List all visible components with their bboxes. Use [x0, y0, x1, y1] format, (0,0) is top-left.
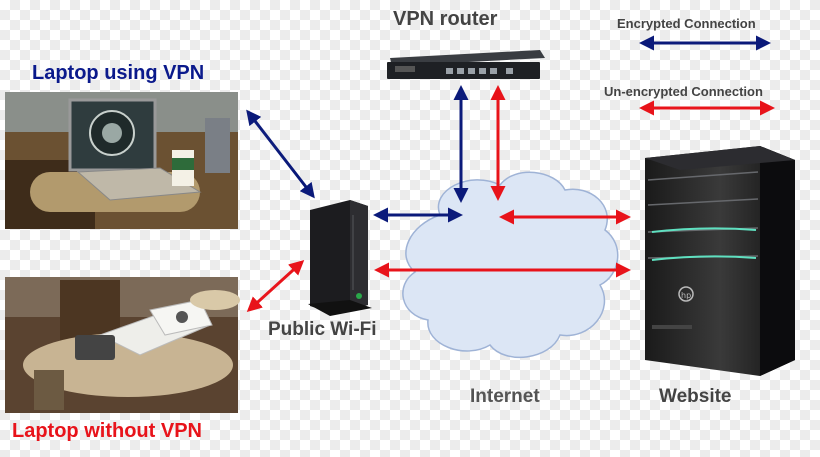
internet-label: Internet [470, 386, 540, 407]
vpn-router-label: VPN router [393, 8, 498, 30]
laptop-no-vpn-photo [5, 277, 240, 413]
internet-cloud [402, 171, 619, 359]
legend-unencrypted-label: Un-encrypted Connection [604, 84, 763, 99]
server-tower-icon: hp [645, 146, 795, 376]
legend-encrypted-label: Encrypted Connection [617, 16, 756, 31]
laptop-no-vpn-label: Laptop without VPN [12, 420, 202, 442]
svg-text:hp: hp [681, 291, 691, 300]
encrypted-connections [246, 35, 771, 223]
laptop-vpn-label: Laptop using VPN [32, 62, 205, 84]
website-label: Website [659, 386, 732, 407]
public-wifi-label: Public Wi-Fi [268, 319, 377, 340]
laptop-vpn-photo [5, 92, 238, 229]
laptop-no-vpn-to-wifi-arrow [246, 259, 305, 313]
vpn-router-icon [387, 50, 545, 79]
unencrypted-connections [246, 85, 775, 313]
laptop-vpn-to-wifi-arrow [246, 109, 315, 199]
wifi-router-icon [308, 200, 372, 316]
